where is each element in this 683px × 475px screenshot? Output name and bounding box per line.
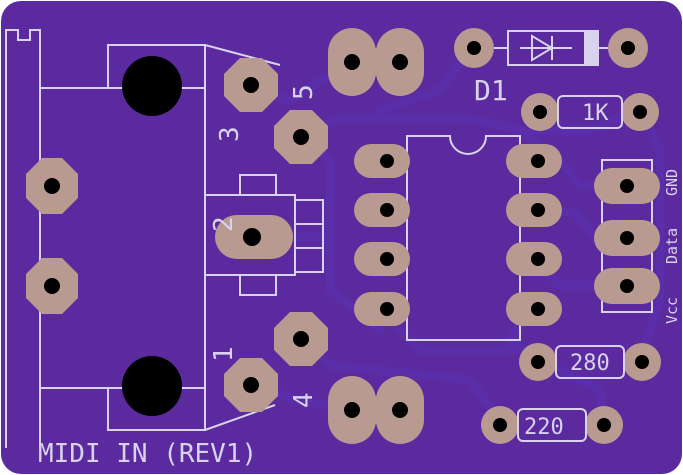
- connector-pads: [26, 56, 328, 416]
- pin4-hole: [243, 377, 259, 393]
- mounting-hole-bottom: [122, 356, 182, 416]
- resistor-220-label: 220: [524, 415, 564, 440]
- diode-label: D1: [474, 74, 508, 107]
- shield-hole-top: [44, 178, 60, 194]
- header-3pin: [594, 159, 660, 313]
- header-label-data: Data: [663, 228, 681, 264]
- board-title: MIDI IN (REV1): [38, 439, 257, 469]
- pin1-hole: [293, 331, 309, 347]
- resistor-1k: [521, 93, 659, 131]
- pin-label-1: 1: [209, 346, 239, 362]
- pin-label-3: 3: [215, 126, 245, 142]
- header-label-vcc: Vcc: [663, 297, 681, 324]
- pin3-hole: [293, 129, 309, 145]
- shield-hole-bottom: [44, 278, 60, 294]
- resistor-1k-label: 1K: [582, 101, 609, 126]
- ic-dip8: [354, 135, 562, 341]
- diode-d1: [454, 28, 648, 68]
- pin-label-5: 5: [289, 84, 319, 100]
- resistor-280-label: 280: [570, 351, 610, 376]
- resistor-280: [519, 343, 661, 381]
- header-label-gnd: GND: [663, 169, 681, 196]
- mounting-hole-top: [122, 56, 182, 116]
- pin-label-4: 4: [289, 392, 319, 408]
- jumper-top: [328, 28, 424, 96]
- pin-label-2: 2: [209, 216, 239, 232]
- resistor-220: [481, 406, 623, 444]
- jumper-bottom: [328, 376, 424, 444]
- pin5-hole: [243, 77, 259, 93]
- pin2-hole: [243, 228, 261, 246]
